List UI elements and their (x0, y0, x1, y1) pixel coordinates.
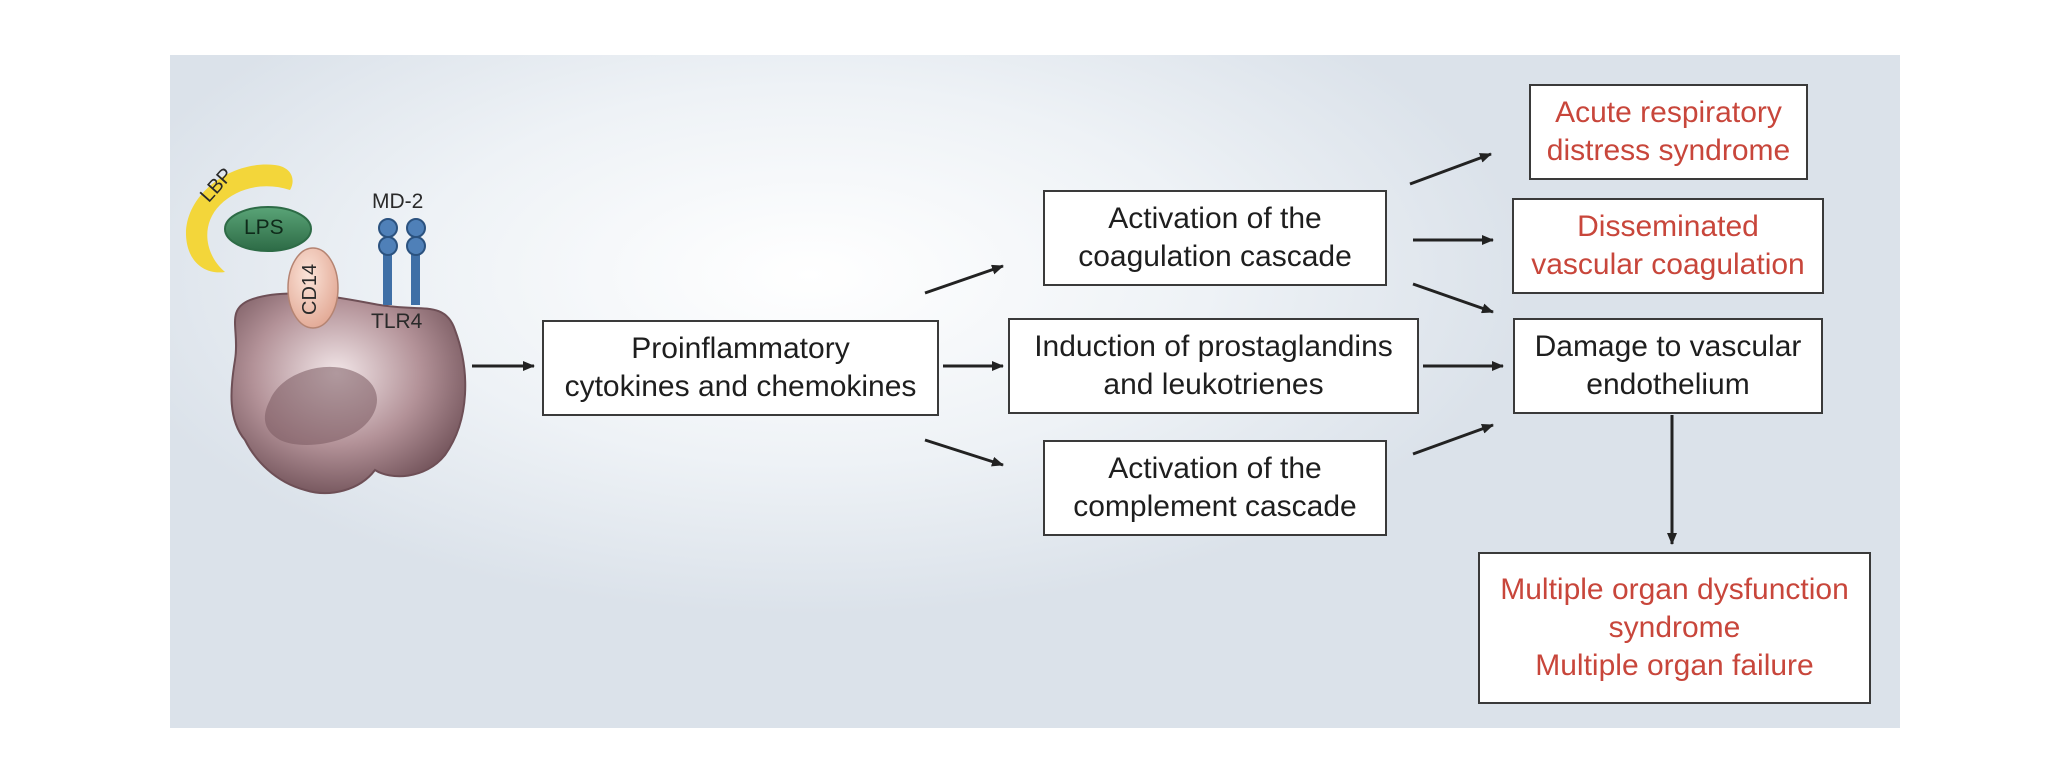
coagulation-box: Activation of the coagulation cascade (1043, 190, 1387, 286)
tlr4-receptor (378, 218, 426, 305)
dic-line-1: Disseminated (1577, 210, 1759, 243)
arrow-coagulation-to-ards (1409, 152, 1492, 186)
cd14-label: CD14 (299, 263, 321, 315)
tlr4-label: TLR4 (371, 310, 423, 333)
mods-line-3: Multiple organ failure (1535, 649, 1814, 682)
endothelium-line-1: Damage to vascular (1534, 330, 1802, 363)
proinflammatory-box: Proinflammatory cytokines and chemokines (542, 320, 939, 416)
endothelium-line-2: endothelium (1586, 368, 1750, 401)
ards-line-1: Acute respiratory (1555, 96, 1782, 129)
dic-box: Disseminated vascular coagulation (1512, 198, 1824, 294)
arrow-coagulation-to-endothelium (1412, 282, 1494, 314)
arrow-proinflammatory-to-complement (924, 438, 1004, 467)
arrow-complement-to-endothelium (1412, 423, 1494, 456)
mods-box: Multiple organ dysfunction syndrome Mult… (1478, 552, 1871, 704)
mods-line-2: syndrome (1608, 611, 1741, 644)
prostaglandins-box: Induction of prostaglandins and leukotri… (1008, 318, 1419, 414)
prostaglandins-line-1: Induction of prostaglandins (1034, 330, 1393, 363)
complement-box: Activation of the complement cascade (1043, 440, 1387, 536)
endothelium-box: Damage to vascular endothelium (1513, 318, 1823, 414)
ards-box: Acute respiratory distress syndrome (1529, 84, 1808, 180)
mods-line-1: Multiple organ dysfunction (1500, 573, 1849, 606)
cell-nucleus (264, 366, 377, 445)
proinflammatory-line-1: Proinflammatory (631, 332, 850, 365)
complement-line-2: complement cascade (1073, 490, 1357, 523)
md2-label: MD-2 (372, 190, 424, 213)
arrow-proinflammatory-to-coagulation (924, 264, 1004, 295)
prostaglandins-line-2: and leukotrienes (1103, 368, 1324, 401)
cd14-molecule (287, 247, 339, 329)
cell-illustration (185, 164, 467, 494)
ards-line-2: distress syndrome (1546, 134, 1791, 167)
lbp-crescent (185, 164, 293, 273)
complement-line-1: Activation of the (1108, 452, 1322, 485)
coagulation-line-2: coagulation cascade (1078, 240, 1352, 273)
lps-label: LPS (244, 216, 284, 239)
lps-molecule (224, 206, 312, 252)
dic-line-2: vascular coagulation (1531, 248, 1805, 281)
coagulation-line-1: Activation of the (1108, 202, 1322, 235)
proinflammatory-line-2: cytokines and chemokines (564, 370, 917, 403)
